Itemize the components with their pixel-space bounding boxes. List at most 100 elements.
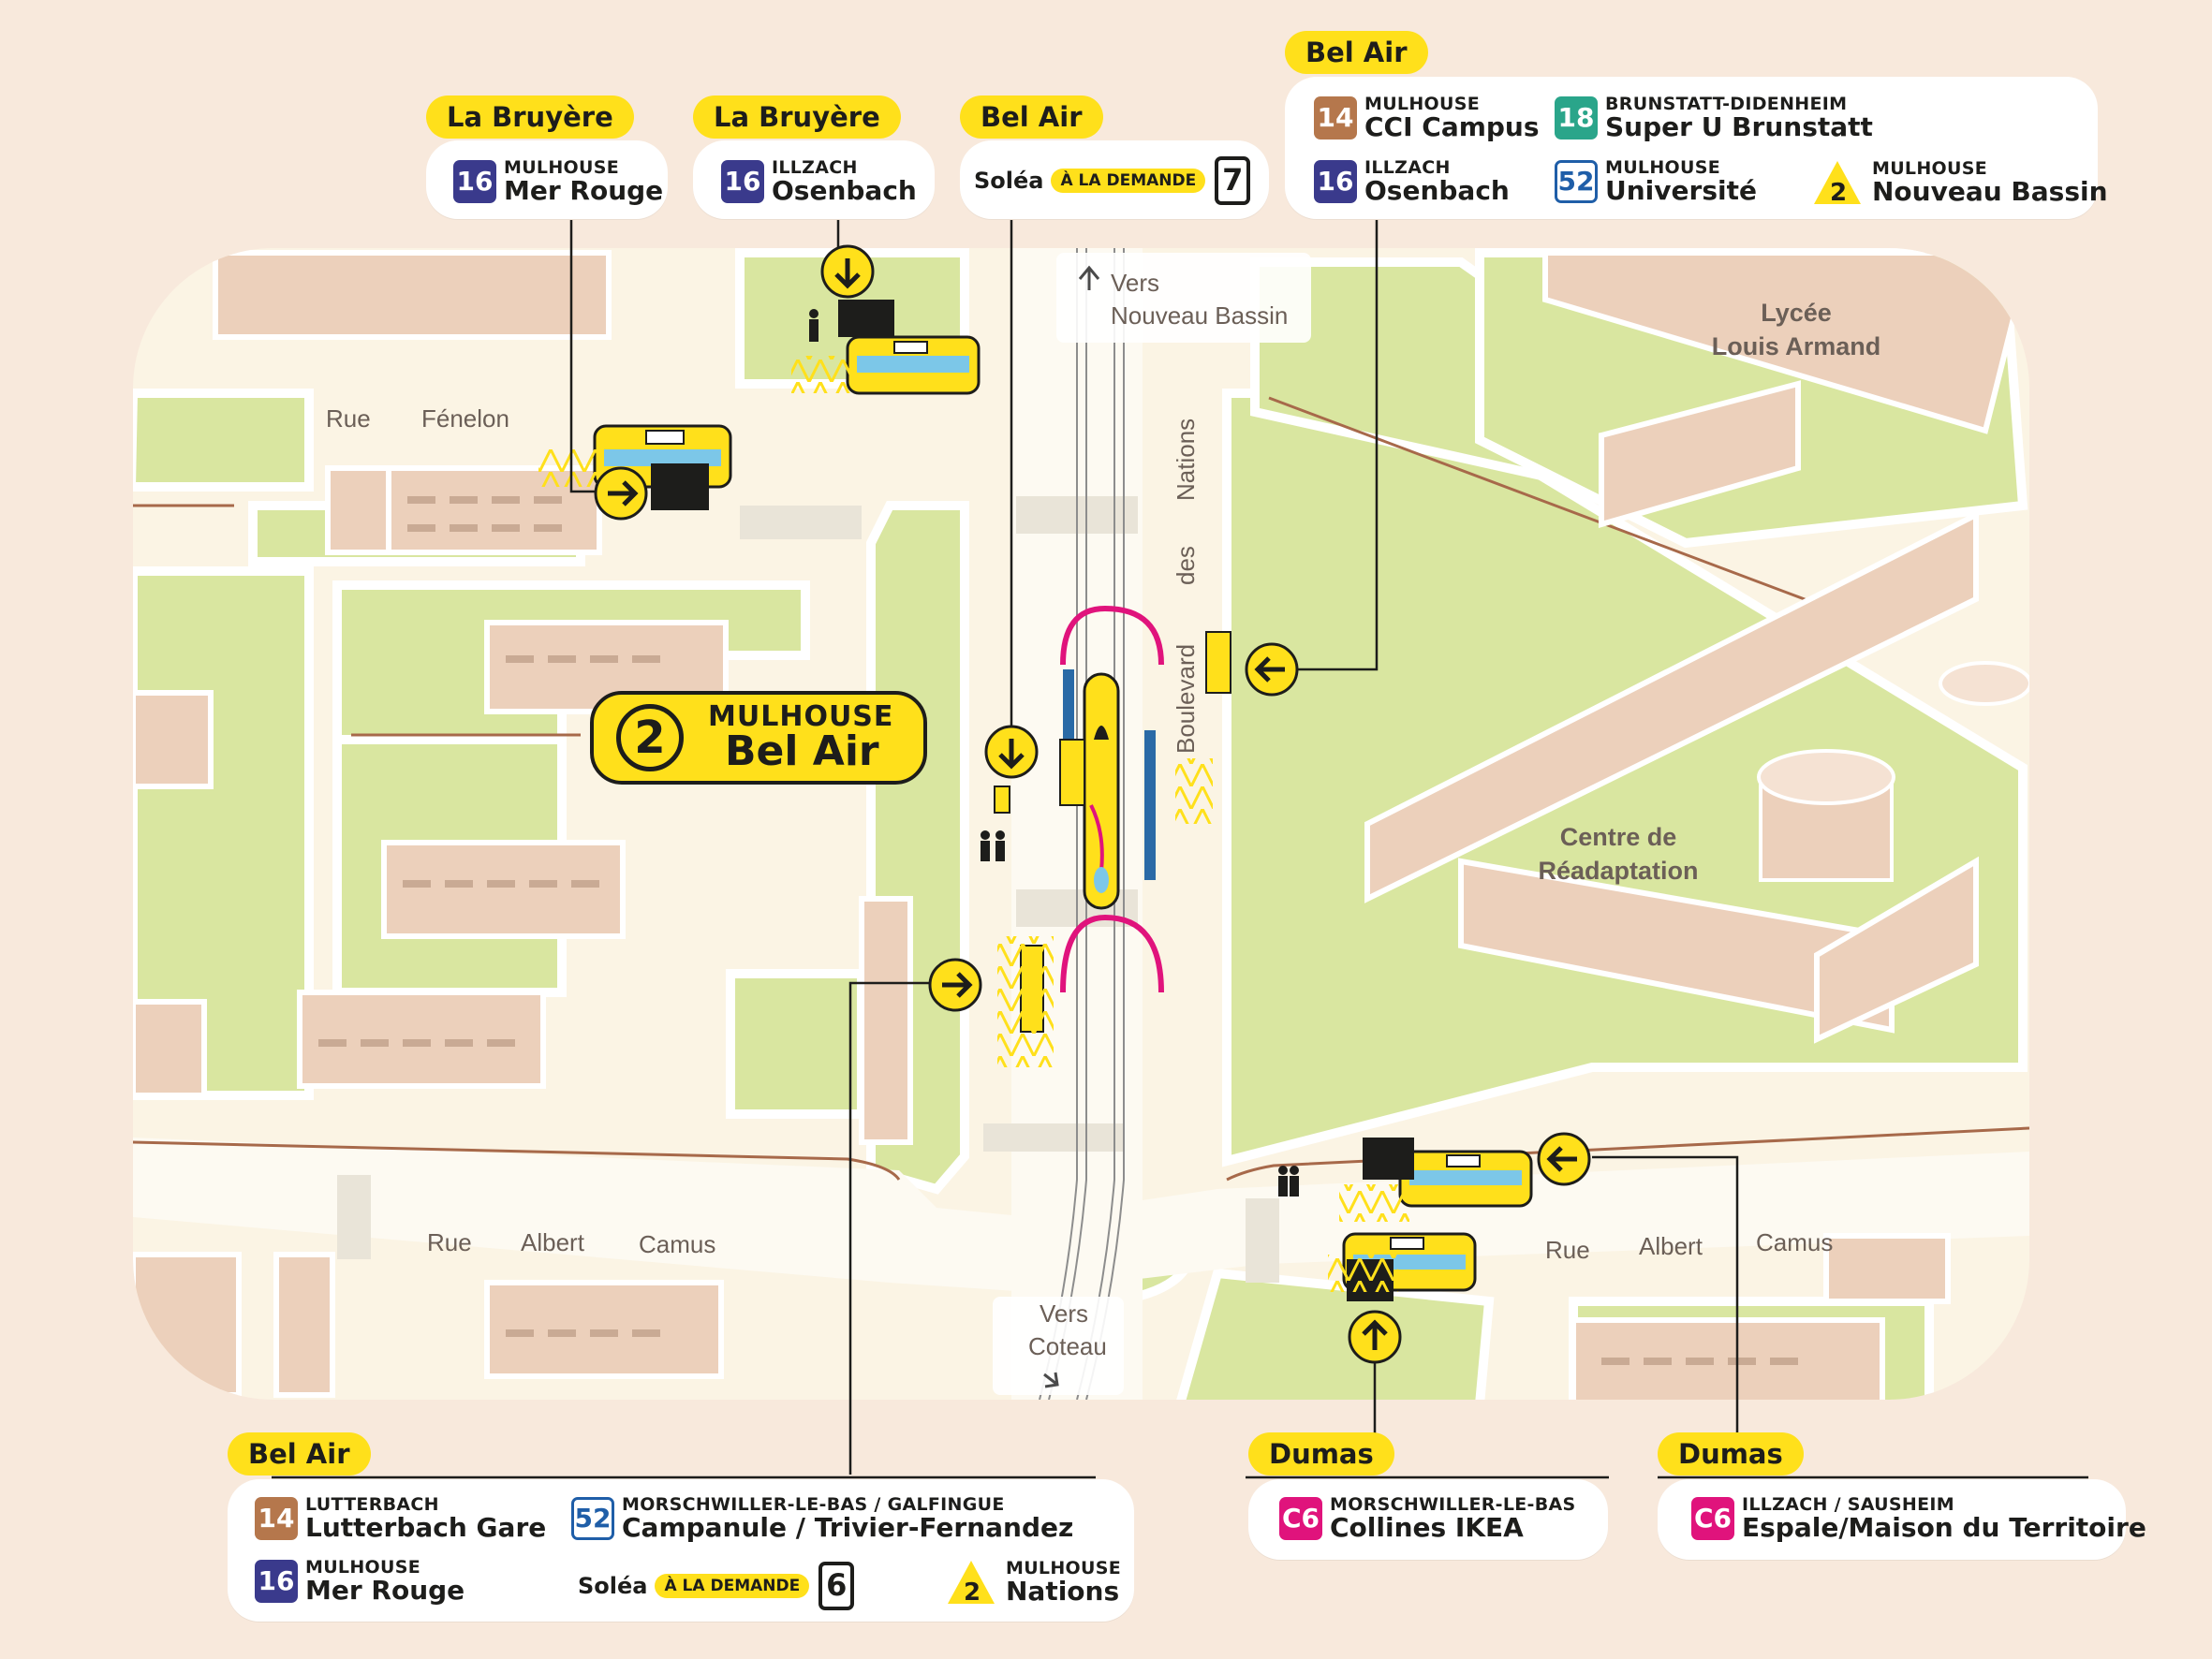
stop-name-tag: Dumas [1248,1432,1394,1475]
line-stop: Université [1605,175,1757,206]
stop-name-tag: Dumas [1658,1432,1804,1475]
line-destination: MORSCHWILLER-LE-BAS / GALFINGUE [622,1494,1005,1515]
street-rue-fenelon-1: Rue [326,404,371,433]
stop-card-dumas-espale [1658,1479,2126,1560]
stop-name-tag: La Bruyère [426,95,634,139]
solea-on-demand: Soléa À LA DEMANDE 6 [578,1562,855,1610]
street-rue-albert-camus-right-2: Albert [1639,1232,1703,1260]
line-stop: Super U Brunstatt [1605,111,1873,142]
place-lycee-1: Lycée [1761,299,1832,327]
arrow-up-icon [1348,1310,1402,1364]
tram-vehicle [1083,672,1120,910]
station-name: Bel Air [725,727,879,775]
street-boulevard-2: des [1172,546,1200,585]
vers-nouveau-bassin-box: Vers Nouveau Bassin [1056,253,1311,343]
phone-icon: 7 [1215,156,1251,205]
place-labels: Lycée Louis Armand Centre de Réadaptatio… [1538,299,1880,885]
stop-name-tag: Bel Air [228,1432,371,1475]
pedestrian-icons [809,309,1299,1197]
place-centre-2: Réadaptation [1538,857,1698,885]
line-badge: 52 [571,1497,614,1540]
street-boulevard-1: Boulevard [1172,644,1200,754]
arrow-left-icon [1537,1132,1591,1186]
vers-coteau-box: Vers Coteau [993,1297,1124,1395]
line-destination: MULHOUSE [504,157,619,178]
line-badge: 16 [1314,160,1357,203]
line-destination: BRUNSTATT-DIDENHEIM [1605,94,1848,114]
tram-gate-bottom [1060,914,1164,993]
street-rue-albert-camus-right-3: Camus [1756,1228,1833,1256]
line-destination: MULHOUSE [1872,158,1987,179]
on-demand-label: À LA DEMANDE [655,1574,810,1598]
line-badge: 14 [1314,96,1357,139]
line-stop: Osenbach [772,175,917,206]
line-stop: Nations [1006,1576,1120,1607]
line-stop: Lutterbach Gare [305,1512,547,1543]
arrow-right-icon [928,958,982,1012]
line-destination: MULHOUSE [1364,94,1480,114]
line-stop: Mer Rouge [504,175,664,206]
line-badge: 16 [721,160,764,203]
line-badge: 16 [255,1560,298,1603]
street-boulevard-3: Nations [1172,418,1200,501]
bus-la-bruyere-2 [791,300,981,395]
line-destination: MORSCHWILLER-LE-BAS [1330,1494,1576,1515]
line-badge: C6 [1691,1497,1734,1540]
arrow-down-icon [820,244,875,299]
tram-line-number: 2 [616,704,684,771]
station-label: 2 MULHOUSE Bel Air [590,691,927,785]
road-edges [133,396,2029,1182]
stop-markers [594,244,1591,1364]
line-destination: MULHOUSE [305,1557,420,1578]
street-rue-albert-camus-left-3: Camus [639,1230,715,1258]
bus-dumas-1 [1339,1138,1533,1222]
line-stop: Osenbach [1364,175,1510,206]
solea-logo: Soléa [974,168,1044,194]
phone-icon: 6 [818,1562,855,1610]
stop-name-tag: Bel Air [960,95,1103,139]
tram-gate-top [1060,605,1164,666]
station-city: MULHOUSE [708,700,894,734]
street-rue-fenelon-2: Fénelon [421,404,509,433]
place-centre-1: Centre de [1560,823,1677,851]
arrow-down-icon [1043,1372,1059,1388]
line-stop: Collines IKEA [1330,1512,1524,1543]
tram-stop [994,605,1231,1067]
vers-nouveau-bassin-2: Nouveau Bassin [1111,301,1288,330]
line-destination: LUTTERBACH [305,1494,439,1515]
street-rue-albert-camus-right-1: Rue [1545,1236,1590,1264]
line-badge: C6 [1279,1497,1322,1540]
stop-card-bel-air-right [1285,77,2098,219]
arrow-right-icon [594,466,648,521]
line-destination: MULHOUSE [1605,157,1720,178]
vers-nouveau-bassin-1: Vers [1111,269,1159,297]
leader-lines [272,220,2088,1479]
vers-coteau-1: Vers [1040,1299,1088,1328]
line-destination: ILLZACH [1364,157,1451,178]
line-stop: Mer Rouge [305,1575,465,1606]
line-stop: Espale/Maison du Territoire [1742,1512,2146,1543]
svg-text:2: 2 [964,1578,981,1606]
building-windows [318,496,1798,1365]
line-destination: ILLZACH / SAUSHEIM [1742,1494,1954,1515]
street-rue-albert-camus-left-1: Rue [427,1228,472,1256]
line-badge: 14 [255,1497,298,1540]
svg-text:2: 2 [1830,179,1847,206]
line-badge: 52 [1555,160,1598,203]
arrow-down-icon [984,725,1039,779]
arrow-up-icon [1078,265,1100,290]
place-lycee-2: Louis Armand [1712,332,1881,360]
stop-name-tag: La Bruyère [693,95,901,139]
line-destination: MULHOUSE [1006,1558,1121,1578]
on-demand-label: À LA DEMANDE [1051,169,1206,193]
